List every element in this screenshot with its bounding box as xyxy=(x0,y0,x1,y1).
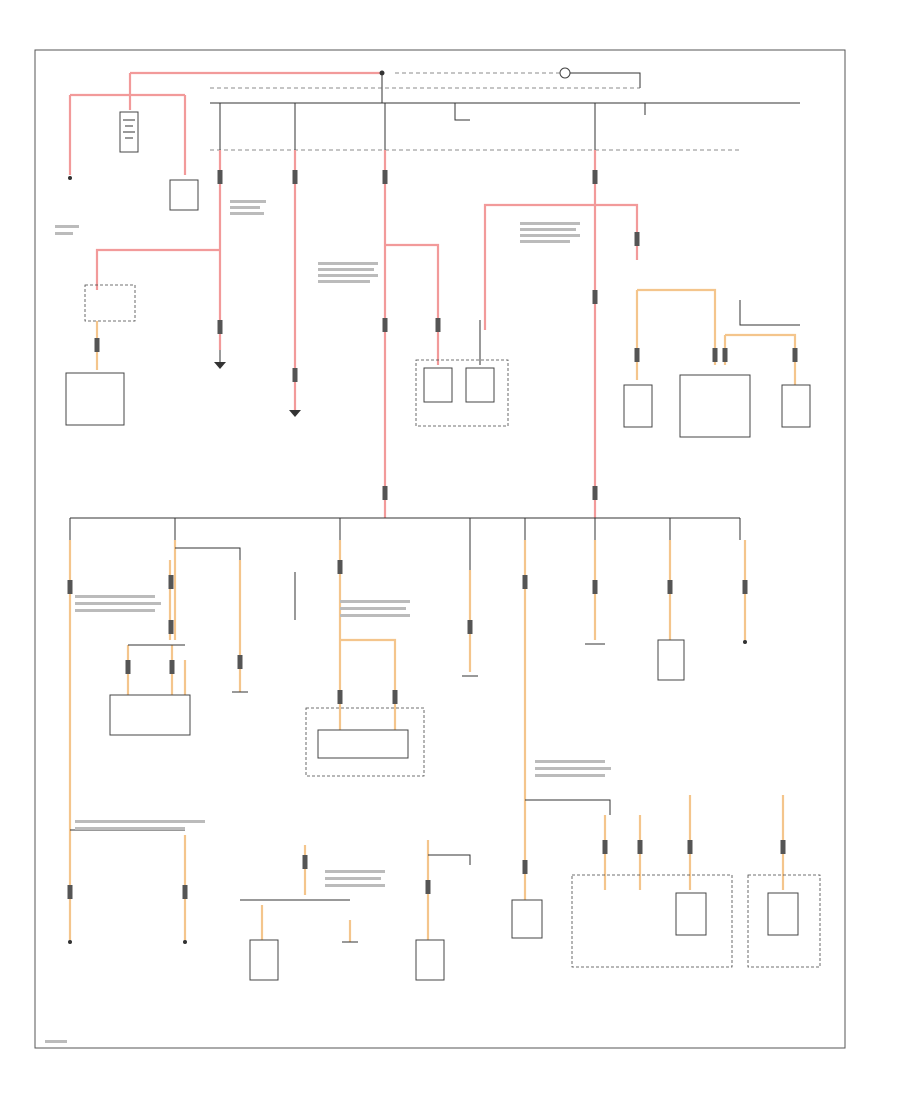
right-relay-1 xyxy=(623,384,653,428)
bottom-relay-4 xyxy=(249,939,279,981)
top-feed-section xyxy=(68,67,800,211)
generator-box xyxy=(169,179,199,211)
lower-center-relay xyxy=(317,729,409,759)
ignition-switch-symbol xyxy=(559,67,571,79)
center-relay-1 xyxy=(423,367,453,403)
bottom-relay-1 xyxy=(511,899,543,939)
label-marks xyxy=(45,200,611,1043)
bottom-relay-group-2 xyxy=(747,874,821,968)
underhood-relay-box xyxy=(65,372,125,426)
bottom-relay-2 xyxy=(675,892,707,936)
diagram-frame xyxy=(34,49,846,1049)
bottom-relay-3 xyxy=(767,892,799,936)
bottom-relay-group xyxy=(571,874,733,968)
upper-left-fuse-box xyxy=(84,284,136,322)
upper-fuse-circuits xyxy=(65,150,811,518)
right-lower-relay-1 xyxy=(657,639,685,681)
right-relay-box xyxy=(679,374,751,438)
lower-relay-box-1 xyxy=(109,694,191,736)
lower-center-relay-group xyxy=(305,707,425,777)
lower-fuse-bus xyxy=(67,517,821,981)
ground-symbol-2 xyxy=(289,410,301,417)
center-relay-2 xyxy=(465,367,495,403)
ground-symbol-1 xyxy=(214,362,226,369)
center-relay-group xyxy=(415,359,509,427)
bottom-relay-5 xyxy=(415,939,445,981)
right-relay-2 xyxy=(781,384,811,428)
starter-terminal xyxy=(68,176,72,180)
